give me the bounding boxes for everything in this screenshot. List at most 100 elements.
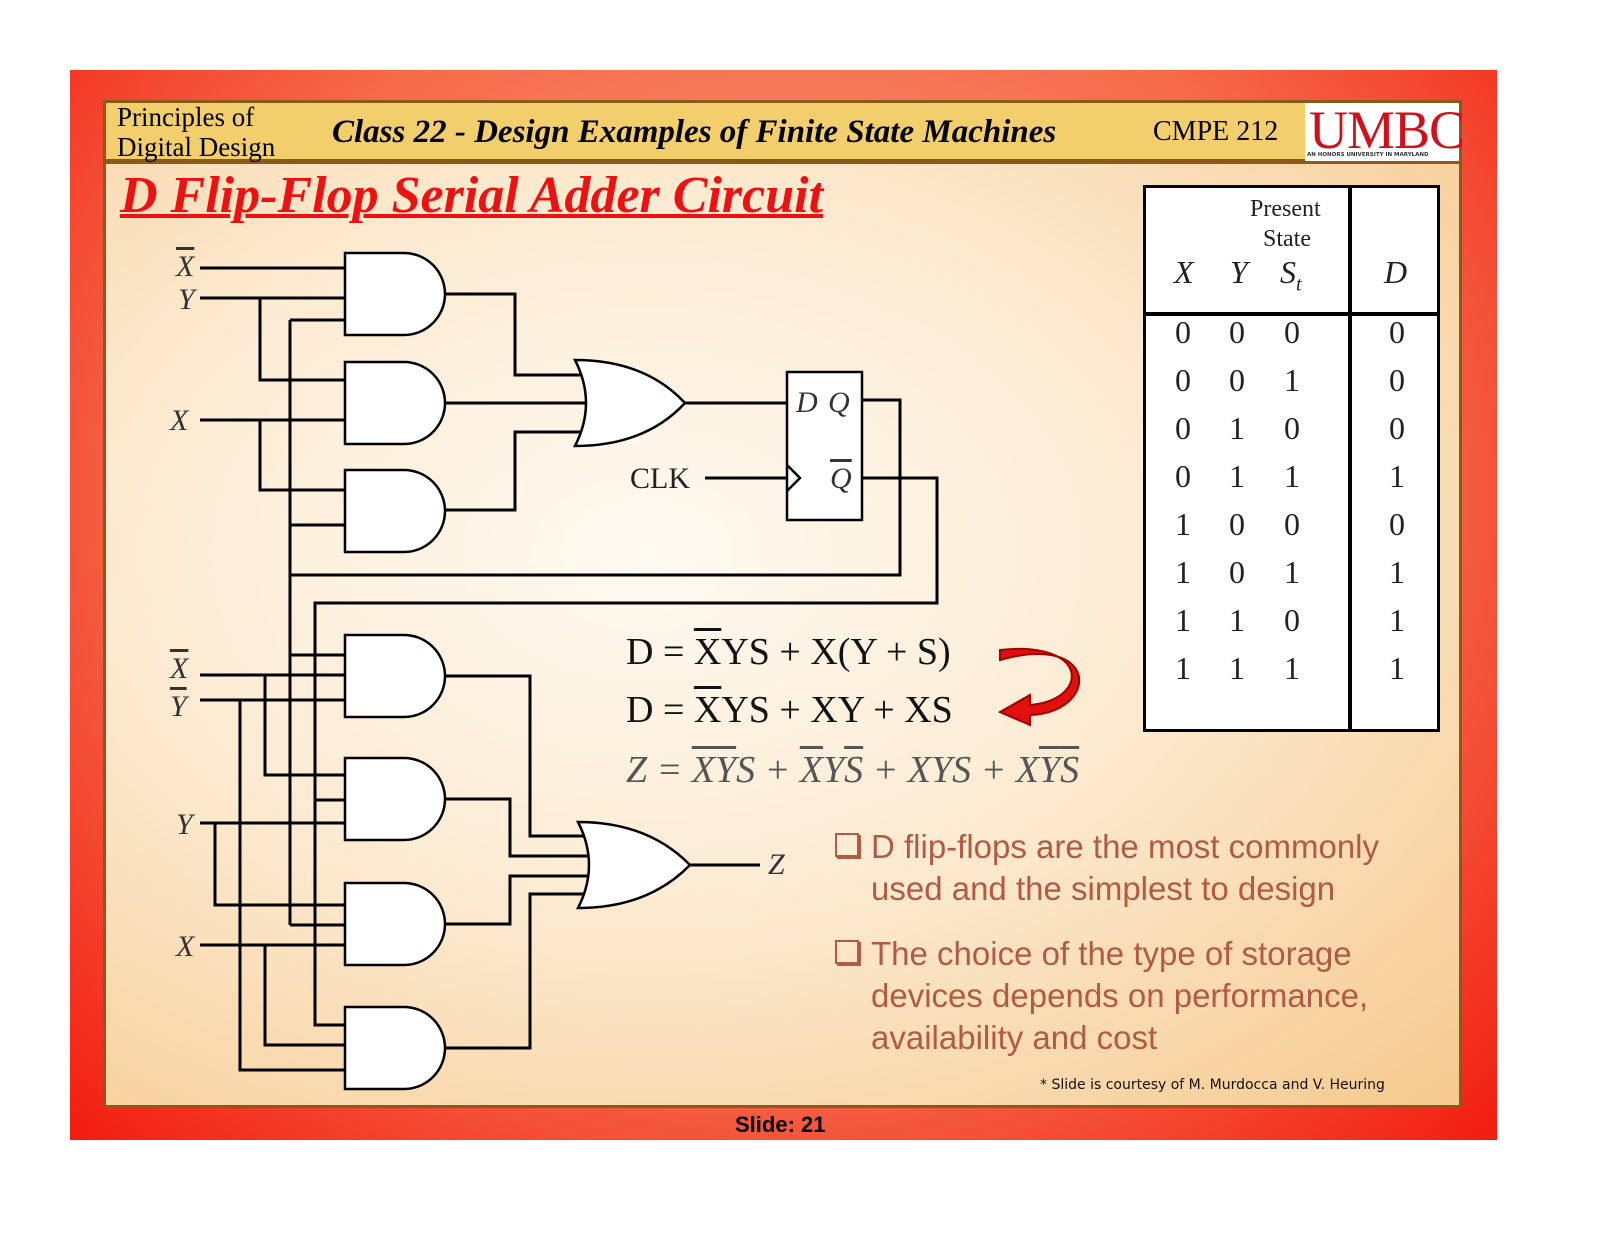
slide-number: Slide: 21: [735, 1112, 826, 1137]
curved-arrow-icon: [997, 647, 1081, 727]
equation-term: YS + XY + XS: [721, 689, 953, 731]
input-label-y: Y: [178, 283, 195, 316]
header-state: State: [1263, 226, 1311, 252]
table-cell: 0: [1389, 362, 1405, 398]
table-cell: 1: [1389, 554, 1405, 590]
bullet-text: The choice of the type of storage device…: [871, 935, 1369, 1056]
wire: [445, 874, 597, 926]
wire: [258, 420, 345, 492]
equation-term: + XYS + X: [863, 749, 1039, 791]
output-z-label: Z: [768, 848, 785, 881]
table-cell: 1: [1229, 410, 1245, 446]
and-gate: [343, 360, 447, 446]
and-gate: [343, 633, 447, 719]
equation-d-expanded: D = XYS + XY + XS: [626, 688, 953, 732]
wire: [263, 675, 345, 777]
table-cell: 0: [1284, 602, 1300, 638]
wire: [445, 292, 588, 377]
bullet-text: D flip-flops are the most commonly used …: [871, 828, 1380, 907]
table-cell: 1: [1284, 650, 1300, 686]
input-label-x: X: [170, 404, 189, 437]
equation-term: Y: [823, 749, 845, 791]
course-code: CMPE 212: [1153, 116, 1279, 147]
input-label-not-x: X: [170, 652, 189, 685]
table-cell: 0: [1284, 410, 1300, 446]
input-label-not-x: X: [176, 250, 195, 283]
wire: [238, 700, 345, 1072]
and-gate: [343, 251, 447, 337]
course-name: Principles of Digital Design: [117, 102, 275, 162]
table-cell: 1: [1284, 554, 1300, 590]
input-label-not-y: Y: [170, 690, 187, 723]
col-header-s-text: S: [1280, 254, 1296, 290]
input-label-x: X: [176, 930, 195, 963]
class-title: Class 22 - Design Examples of Finite Sta…: [332, 114, 1057, 150]
equation-term: S: [844, 749, 864, 791]
wire: [445, 892, 590, 1050]
input-label-y: Y: [176, 808, 193, 841]
bullet-item: D flip-flops are the most commonly used …: [835, 826, 1435, 910]
table-cell: 1: [1284, 362, 1300, 398]
wire: [290, 398, 902, 577]
clk-label: CLK: [630, 462, 690, 495]
table-cell: 1: [1175, 602, 1191, 638]
equation-term: D =: [626, 689, 694, 731]
ff-qbar-label: Q: [830, 462, 852, 495]
equation-term: Y: [715, 749, 737, 791]
table-cell: 1: [1175, 554, 1191, 590]
wire: [445, 797, 597, 858]
logo-tagline: AN HONORS UNIVERSITY IN MARYLAND: [1307, 152, 1429, 158]
table-cell: 0: [1175, 410, 1191, 446]
clock-input-marker: [786, 464, 802, 492]
ff-d-label: D: [796, 386, 818, 419]
course-line-1: Principles of: [117, 102, 255, 132]
wire: [258, 298, 345, 382]
table-divider-horizontal: [1146, 312, 1437, 316]
and-gate: [343, 468, 447, 554]
checkbox-bullet-icon: [835, 940, 859, 964]
table-cell: 1: [1389, 602, 1405, 638]
equation-d-factored: D = XYS + X(Y + S): [626, 630, 951, 674]
slide-title: D Flip-Flop Serial Adder Circuit: [120, 167, 824, 224]
table-cell: 0: [1389, 314, 1405, 350]
equation-term: YS + X(Y + S): [721, 631, 951, 673]
d-flip-flop: [785, 370, 864, 522]
col-header-y: Y: [1230, 254, 1248, 290]
table-cell: 1: [1175, 506, 1191, 542]
equation-term: S: [1060, 749, 1080, 791]
header-present: Present: [1250, 196, 1321, 222]
table-cell: 1: [1389, 458, 1405, 494]
course-line-2: Digital Design: [117, 132, 276, 162]
or-gate: [575, 820, 692, 910]
col-header-d: D: [1384, 254, 1408, 290]
table-cell: 0: [1175, 314, 1191, 350]
and-gate: [343, 1005, 447, 1091]
and-gate: [343, 881, 447, 967]
wire: [445, 430, 588, 512]
equation-z: Z = XYS + XYS + XYS + XYS: [626, 748, 1079, 792]
wire: [313, 476, 939, 1027]
table-cell: 1: [1175, 650, 1191, 686]
equation-term: Y: [1039, 749, 1061, 791]
wire: [213, 823, 345, 907]
table-cell: 0: [1284, 506, 1300, 542]
wire: [263, 945, 345, 1047]
table-cell: 0: [1175, 458, 1191, 494]
and-gate: [343, 756, 447, 842]
col-header-s: St: [1280, 254, 1302, 296]
equation-term: X: [693, 689, 722, 731]
table-cell: 0: [1229, 362, 1245, 398]
table-divider-vertical: [1348, 188, 1352, 729]
logo-text: UMBC: [1309, 100, 1465, 160]
table-cell: 0: [1284, 314, 1300, 350]
equation-term: X: [799, 749, 824, 791]
table-cell: 0: [1229, 314, 1245, 350]
table-cell: 0: [1389, 410, 1405, 446]
table-cell: 1: [1229, 602, 1245, 638]
bullet-item: The choice of the type of storage device…: [835, 933, 1435, 1059]
slide-header: [103, 100, 1462, 164]
table-cell: 0: [1229, 554, 1245, 590]
col-header-s-subscript: t: [1296, 273, 1302, 296]
checkbox-bullet-icon: [835, 833, 859, 857]
